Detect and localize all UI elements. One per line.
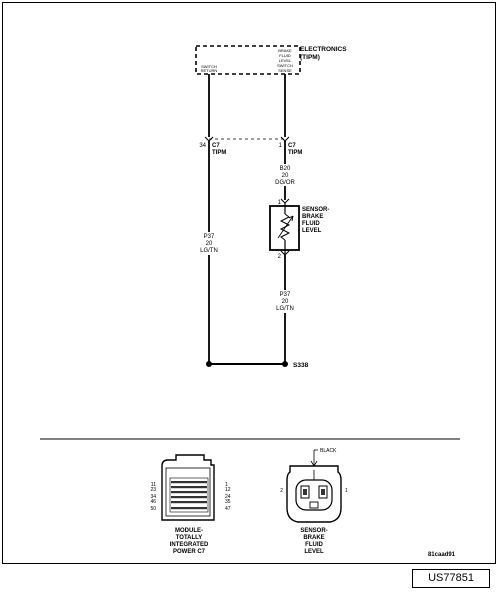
tipm-connector-label-line2: TOTALLY [176, 535, 203, 541]
diagram-frame [2, 2, 496, 564]
tipm-left-pin-4: 50 [150, 506, 156, 512]
splice-right-node [282, 361, 288, 367]
tipm-connector-label-line1: MODULE- [175, 528, 203, 534]
module-title-line2: (TIPM) [300, 54, 320, 61]
pin-bfl-sense-line2: FLUID [279, 53, 291, 58]
wire-p37-left-label-bg [197, 232, 221, 255]
tipm-left-pin-1: 23 [150, 487, 156, 493]
wire-b20-label-bg [273, 164, 299, 186]
c7-left-pin-number: 34 [199, 143, 206, 149]
wire-b20-color: DG/OR [275, 180, 295, 186]
wire-p37-right-color: LG/TN [276, 306, 294, 312]
sensor-view-pin-right: 1 [345, 488, 348, 494]
tipm-left-pin-3: 46 [150, 499, 156, 505]
diagram-id-box: US77851 [412, 569, 490, 588]
c7-right-connector-name: C7 [288, 143, 296, 149]
tipm-left-pin-2: 34 [150, 494, 156, 500]
module-title-line1: ELECTRONICS [300, 46, 347, 53]
sensor-connector-label-line4: LEVEL [304, 549, 324, 555]
tipm-left-pin-0: 11 [151, 482, 156, 488]
tipm-right-pin-3: 35 [225, 499, 231, 505]
sensor-pin-top: 1 [278, 200, 282, 206]
wire-b20-gauge: 20 [282, 173, 289, 179]
pin-switch-return-line2: RETURN [201, 68, 218, 73]
sensor-variable-arrow-icon [277, 215, 294, 239]
splice-left-node [206, 361, 212, 367]
wire-p37-right-label-bg [273, 290, 299, 313]
tipm-connector-label-line4: POWER C7 [173, 549, 206, 555]
tipm-right-pin-2: 24 [225, 494, 231, 500]
c7-left-connector-name: C7 [212, 143, 220, 149]
sensor-pin-bottom: 2 [278, 254, 282, 260]
tipm-right-pin-4: 47 [225, 506, 231, 512]
wire-p37-right-circuit: P37 [280, 292, 291, 298]
c7-left-connector-location: TIPM [212, 150, 226, 156]
pin-bfl-sense-line3: LEVEL [279, 58, 292, 63]
wire-p37-left-circuit: P37 [204, 234, 215, 240]
tipm-c7-connector-view [161, 454, 215, 521]
sensor-view-pin-left: 2 [280, 488, 283, 494]
pin-switch-return-line1: SWITCH [201, 64, 217, 69]
sensor-label-line4: LEVEL [302, 228, 322, 234]
tipm-module-box [195, 45, 301, 75]
image-code: 81caad91 [428, 552, 456, 558]
sensor-label-line2: BRAKE [302, 214, 323, 220]
tipm-right-pin-0: 1 [225, 482, 228, 488]
sensor-connector-view [286, 465, 342, 523]
sensor-connector-label-line3: FLUID [305, 542, 323, 548]
wire-p37-left-color: LG/TN [200, 248, 218, 254]
sensor-label-line3: FLUID [302, 221, 320, 227]
tipm-connector-label-line3: INTEGRATED [170, 542, 209, 548]
tipm-right-pin-1: 12 [225, 487, 231, 493]
pin-bfl-sense-line4: SWITCH [277, 63, 293, 68]
wire-p37-right-gauge: 20 [282, 299, 289, 305]
sensor-connector-label-line1: SENSOR- [300, 528, 327, 534]
c7-right-connector-location: TIPM [288, 150, 302, 156]
sensor-connector-label-line2: BRAKE [303, 535, 324, 541]
pin-bfl-sense-line1: BRAKE [278, 48, 292, 53]
sensor-connector-color: BLACK [320, 448, 337, 454]
wire-b20-circuit: B20 [280, 166, 291, 172]
c7-right-pin-number: 1 [279, 143, 283, 149]
sensor-label-line1: SENSOR- [302, 207, 329, 213]
sensor-arrowhead-icon [288, 215, 294, 222]
wire-p37-left-gauge: 20 [206, 241, 213, 247]
pin-bfl-sense-line5: SENSE [278, 68, 292, 73]
splice-id: S338 [293, 362, 309, 369]
